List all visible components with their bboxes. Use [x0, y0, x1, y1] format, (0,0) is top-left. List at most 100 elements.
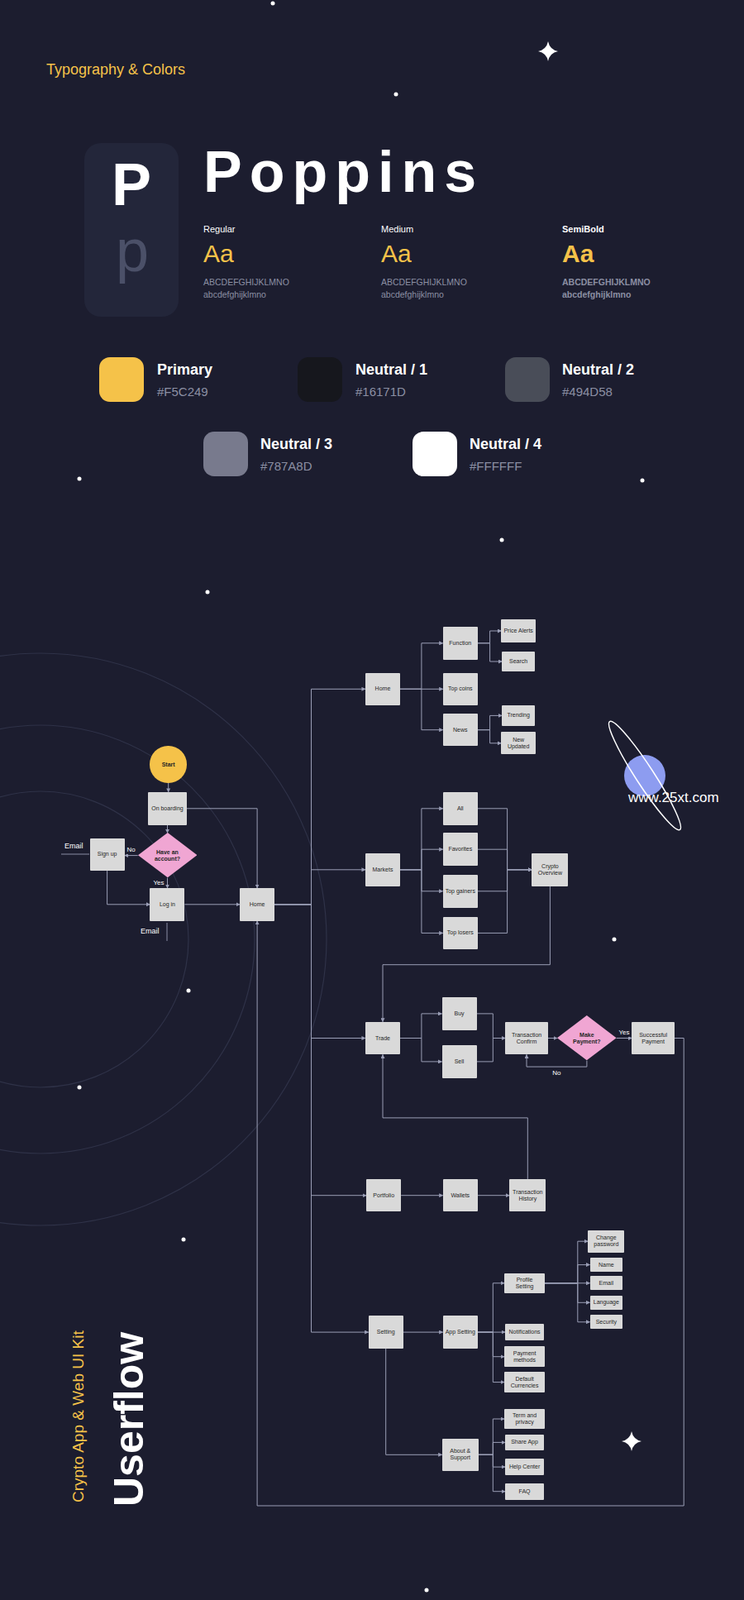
color-name: Neutral / 1: [355, 361, 428, 379]
flow-connector: [476, 1038, 506, 1062]
node-text: Portfolio: [372, 1192, 395, 1199]
flow-connector: [477, 1331, 505, 1383]
node-text: On boarding: [151, 805, 184, 812]
process-box: FAQ: [505, 1483, 544, 1500]
process-box: Markets: [365, 853, 401, 887]
alphabet-sample: abcdefghijklmno: [562, 289, 631, 300]
node-text: Transaction Confirm: [507, 1031, 545, 1045]
font-glyph: p: [115, 216, 149, 286]
process-box: Default Currencies: [504, 1371, 545, 1393]
process-box: Successful Payment: [631, 1021, 674, 1055]
flow-connector: [477, 1194, 511, 1196]
node-text: Change password: [590, 1234, 622, 1248]
node-text: Trade: [375, 1034, 391, 1042]
alphabet-sample: abcdefghijklmno: [381, 289, 444, 300]
flow-connector: [478, 1418, 505, 1455]
color-swatch: [297, 357, 343, 402]
node-text: Sell: [454, 1058, 465, 1065]
node-text: Notifications: [508, 1328, 540, 1336]
node-text: Function: [448, 639, 472, 647]
node-text: Buy: [454, 1010, 465, 1017]
flow-connector: [478, 1441, 506, 1455]
flow-connector: [400, 1013, 443, 1039]
color-name: Neutral / 4: [469, 435, 542, 454]
process-box: Favorites: [443, 832, 478, 866]
color-hex: #494D58: [562, 384, 613, 399]
edge-label: Yes: [618, 1028, 631, 1036]
flow-connector: [544, 1264, 591, 1283]
process-box: Buy: [442, 996, 477, 1031]
process-box: App Setting: [443, 1315, 478, 1349]
flow-connector: [477, 715, 503, 730]
node-text: Start: [162, 761, 176, 768]
flow-connector: [477, 848, 533, 870]
process-box: Email: [590, 1275, 624, 1290]
node-text: Trending: [506, 711, 530, 719]
flow-connector: [257, 920, 684, 1506]
page-title: Userflow: [105, 1331, 154, 1507]
alphabet-sample: ABCDEFGHIJKLMNO: [562, 276, 651, 287]
decision-diamond: Have an account?: [138, 832, 198, 878]
flow-connector: [544, 1282, 591, 1322]
section-heading: Typography & Colors: [46, 61, 186, 79]
alphabet-sample: abcdefghijklmno: [203, 289, 267, 300]
page-caption: Crypto App & Web UI Kit: [69, 1330, 88, 1503]
node-text: Markets: [372, 866, 394, 873]
edge-label: Yes: [152, 878, 165, 887]
edge-label: No: [551, 1068, 562, 1077]
flow-connector: [400, 1194, 444, 1196]
process-box: About & Support: [442, 1438, 479, 1472]
process-box: Term and privacy: [504, 1408, 545, 1430]
process-box: Trending: [501, 705, 535, 726]
weight-sample: Aa: [203, 239, 234, 269]
font-name: Poppins: [203, 138, 484, 206]
flow-connector: [274, 904, 367, 1196]
node-text: Profile Setting: [506, 1276, 543, 1290]
flow-connector: [400, 688, 444, 730]
flow-connector: [477, 729, 502, 744]
flow-connector: [478, 1454, 506, 1491]
flow-connector: [526, 1054, 587, 1067]
node-text: Price Alerts: [503, 627, 533, 635]
color-hex: #16171D: [355, 384, 406, 399]
flow-connector: [167, 782, 169, 792]
process-box: Home: [239, 887, 275, 921]
node-text: Top gainers: [445, 887, 476, 895]
flow-connector: [476, 1013, 506, 1039]
flow-connector: [544, 1240, 588, 1283]
node-text: App Setting: [445, 1328, 476, 1336]
node-text: Crypto Overview: [534, 863, 566, 877]
font-glyph: P: [111, 150, 152, 220]
node-text: Have an account?: [150, 848, 186, 863]
flow-connector: [274, 904, 366, 1039]
node-text: News: [453, 726, 468, 734]
color-hex: #787A8D: [260, 458, 313, 473]
node-text: Name: [598, 1261, 615, 1269]
process-box: Top gainers: [443, 874, 478, 908]
node-text: Wallets: [450, 1192, 470, 1199]
color-name: Primary: [157, 361, 213, 379]
flow-connector: [477, 869, 533, 892]
node-text: Successful Payment: [634, 1031, 672, 1045]
weight-name: SemiBold: [562, 224, 605, 235]
process-box: Transaction Confirm: [505, 1021, 548, 1055]
planet-illustration: [601, 716, 687, 835]
node-text: Language: [593, 1298, 620, 1306]
process-box: Profile Setting: [504, 1273, 545, 1294]
node-text: Home: [375, 685, 392, 692]
process-box: Transaction History: [509, 1178, 546, 1212]
input-label: Email: [140, 926, 160, 935]
process-box: Function: [443, 626, 478, 660]
color-swatch: [505, 357, 550, 402]
flow-connector: [124, 854, 139, 856]
process-box: Setting: [368, 1315, 404, 1349]
decision-diamond: Make Payment?: [557, 1015, 617, 1060]
flow-connector: [477, 1282, 505, 1332]
node-text: Sign up: [97, 850, 118, 858]
process-box: Top coins: [443, 672, 478, 706]
node-text: Top losers: [447, 929, 474, 936]
node-text: All: [457, 805, 464, 812]
flow-connector: [400, 643, 444, 690]
font-tile: [84, 143, 179, 317]
process-box: Share App: [505, 1434, 544, 1451]
